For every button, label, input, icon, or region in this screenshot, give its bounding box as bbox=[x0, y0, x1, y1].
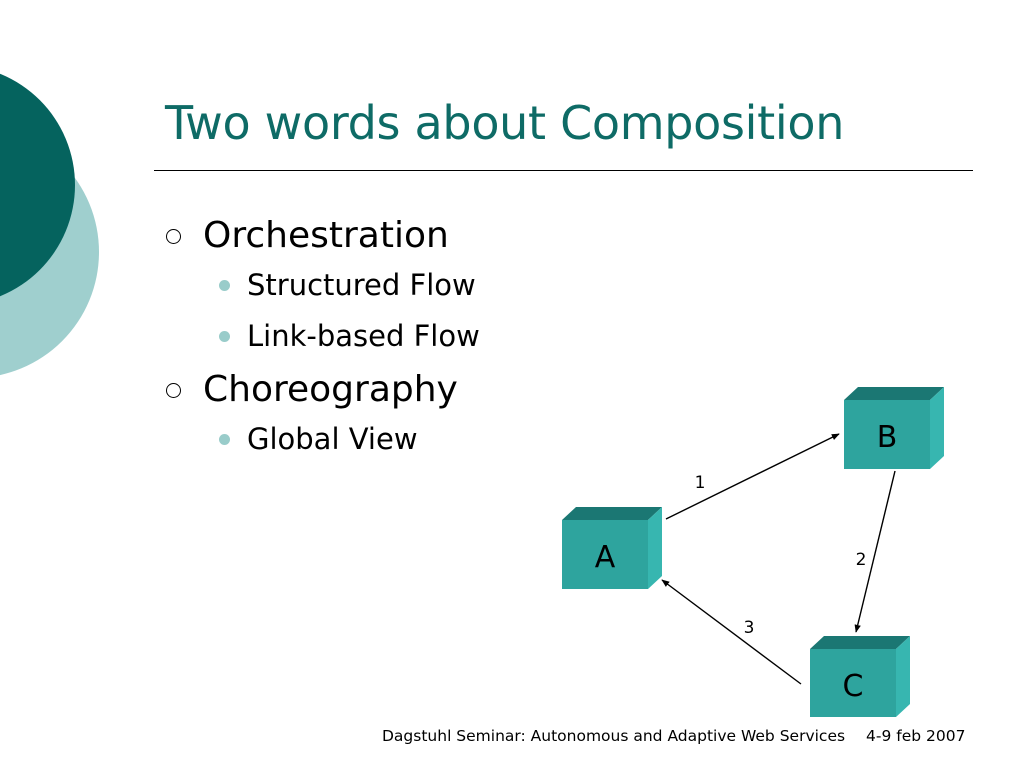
node-a-label: A bbox=[595, 540, 616, 575]
node-c-top-face bbox=[810, 636, 910, 649]
hollow-circle-bullet-icon bbox=[166, 383, 181, 398]
sub-bullet-link-based-flow: Link-based Flow bbox=[163, 311, 480, 362]
edge-3-arrow bbox=[661, 579, 802, 685]
dot-bullet-icon bbox=[219, 280, 230, 291]
node-c-label: C bbox=[843, 669, 864, 704]
decorative-circles bbox=[0, 73, 99, 376]
hollow-circle-bullet-icon bbox=[166, 229, 181, 244]
node-b-side-face bbox=[930, 387, 944, 469]
bullet-label: Orchestration bbox=[203, 215, 449, 256]
sub-bullet-global-view: Global View bbox=[163, 414, 480, 465]
edge-3-label: 3 bbox=[744, 618, 755, 638]
dot-bullet-icon bbox=[219, 434, 230, 445]
dot-bullet-icon bbox=[219, 331, 230, 342]
sub-bullet-label: Link-based Flow bbox=[247, 319, 480, 353]
bullet-label: Choreography bbox=[203, 369, 458, 410]
bullet-choreography: Choreography bbox=[163, 366, 480, 414]
node-b-top-face bbox=[844, 387, 944, 400]
sub-bullet-label: Structured Flow bbox=[247, 268, 476, 302]
node-c-front-face bbox=[810, 649, 896, 717]
node-a-front-face bbox=[562, 520, 648, 589]
edge-1-arrow bbox=[665, 433, 840, 520]
node-a: A bbox=[562, 507, 662, 589]
node-b-label: B bbox=[877, 420, 898, 455]
node-a-side-face bbox=[648, 507, 662, 589]
slide-title: Two words about Composition bbox=[165, 96, 845, 150]
edge-2-arrow bbox=[854, 470, 896, 633]
node-a-top-face bbox=[562, 507, 662, 520]
footer-event: Dagstuhl Seminar: Autonomous and Adaptiv… bbox=[382, 727, 846, 745]
sub-bullet-list: Structured Flow Link-based Flow bbox=[163, 260, 480, 362]
sub-bullet-list: Global View bbox=[163, 414, 480, 465]
node-b-front-face bbox=[844, 400, 930, 469]
node-c: C bbox=[810, 636, 910, 717]
sub-bullet-label: Global View bbox=[247, 422, 418, 456]
edge-1-label: 1 bbox=[695, 473, 706, 493]
title-divider bbox=[154, 170, 973, 171]
bullet-list: Orchestration Structured Flow Link-based… bbox=[163, 212, 480, 469]
decorative-circle-dark bbox=[0, 73, 75, 297]
bullet-orchestration: Orchestration bbox=[163, 212, 480, 260]
sub-bullet-structured-flow: Structured Flow bbox=[163, 260, 480, 311]
node-b: B bbox=[844, 387, 944, 469]
node-c-side-face bbox=[896, 636, 910, 717]
footer-date: 4-9 feb 2007 bbox=[866, 727, 966, 745]
edge-2-label: 2 bbox=[856, 550, 867, 570]
